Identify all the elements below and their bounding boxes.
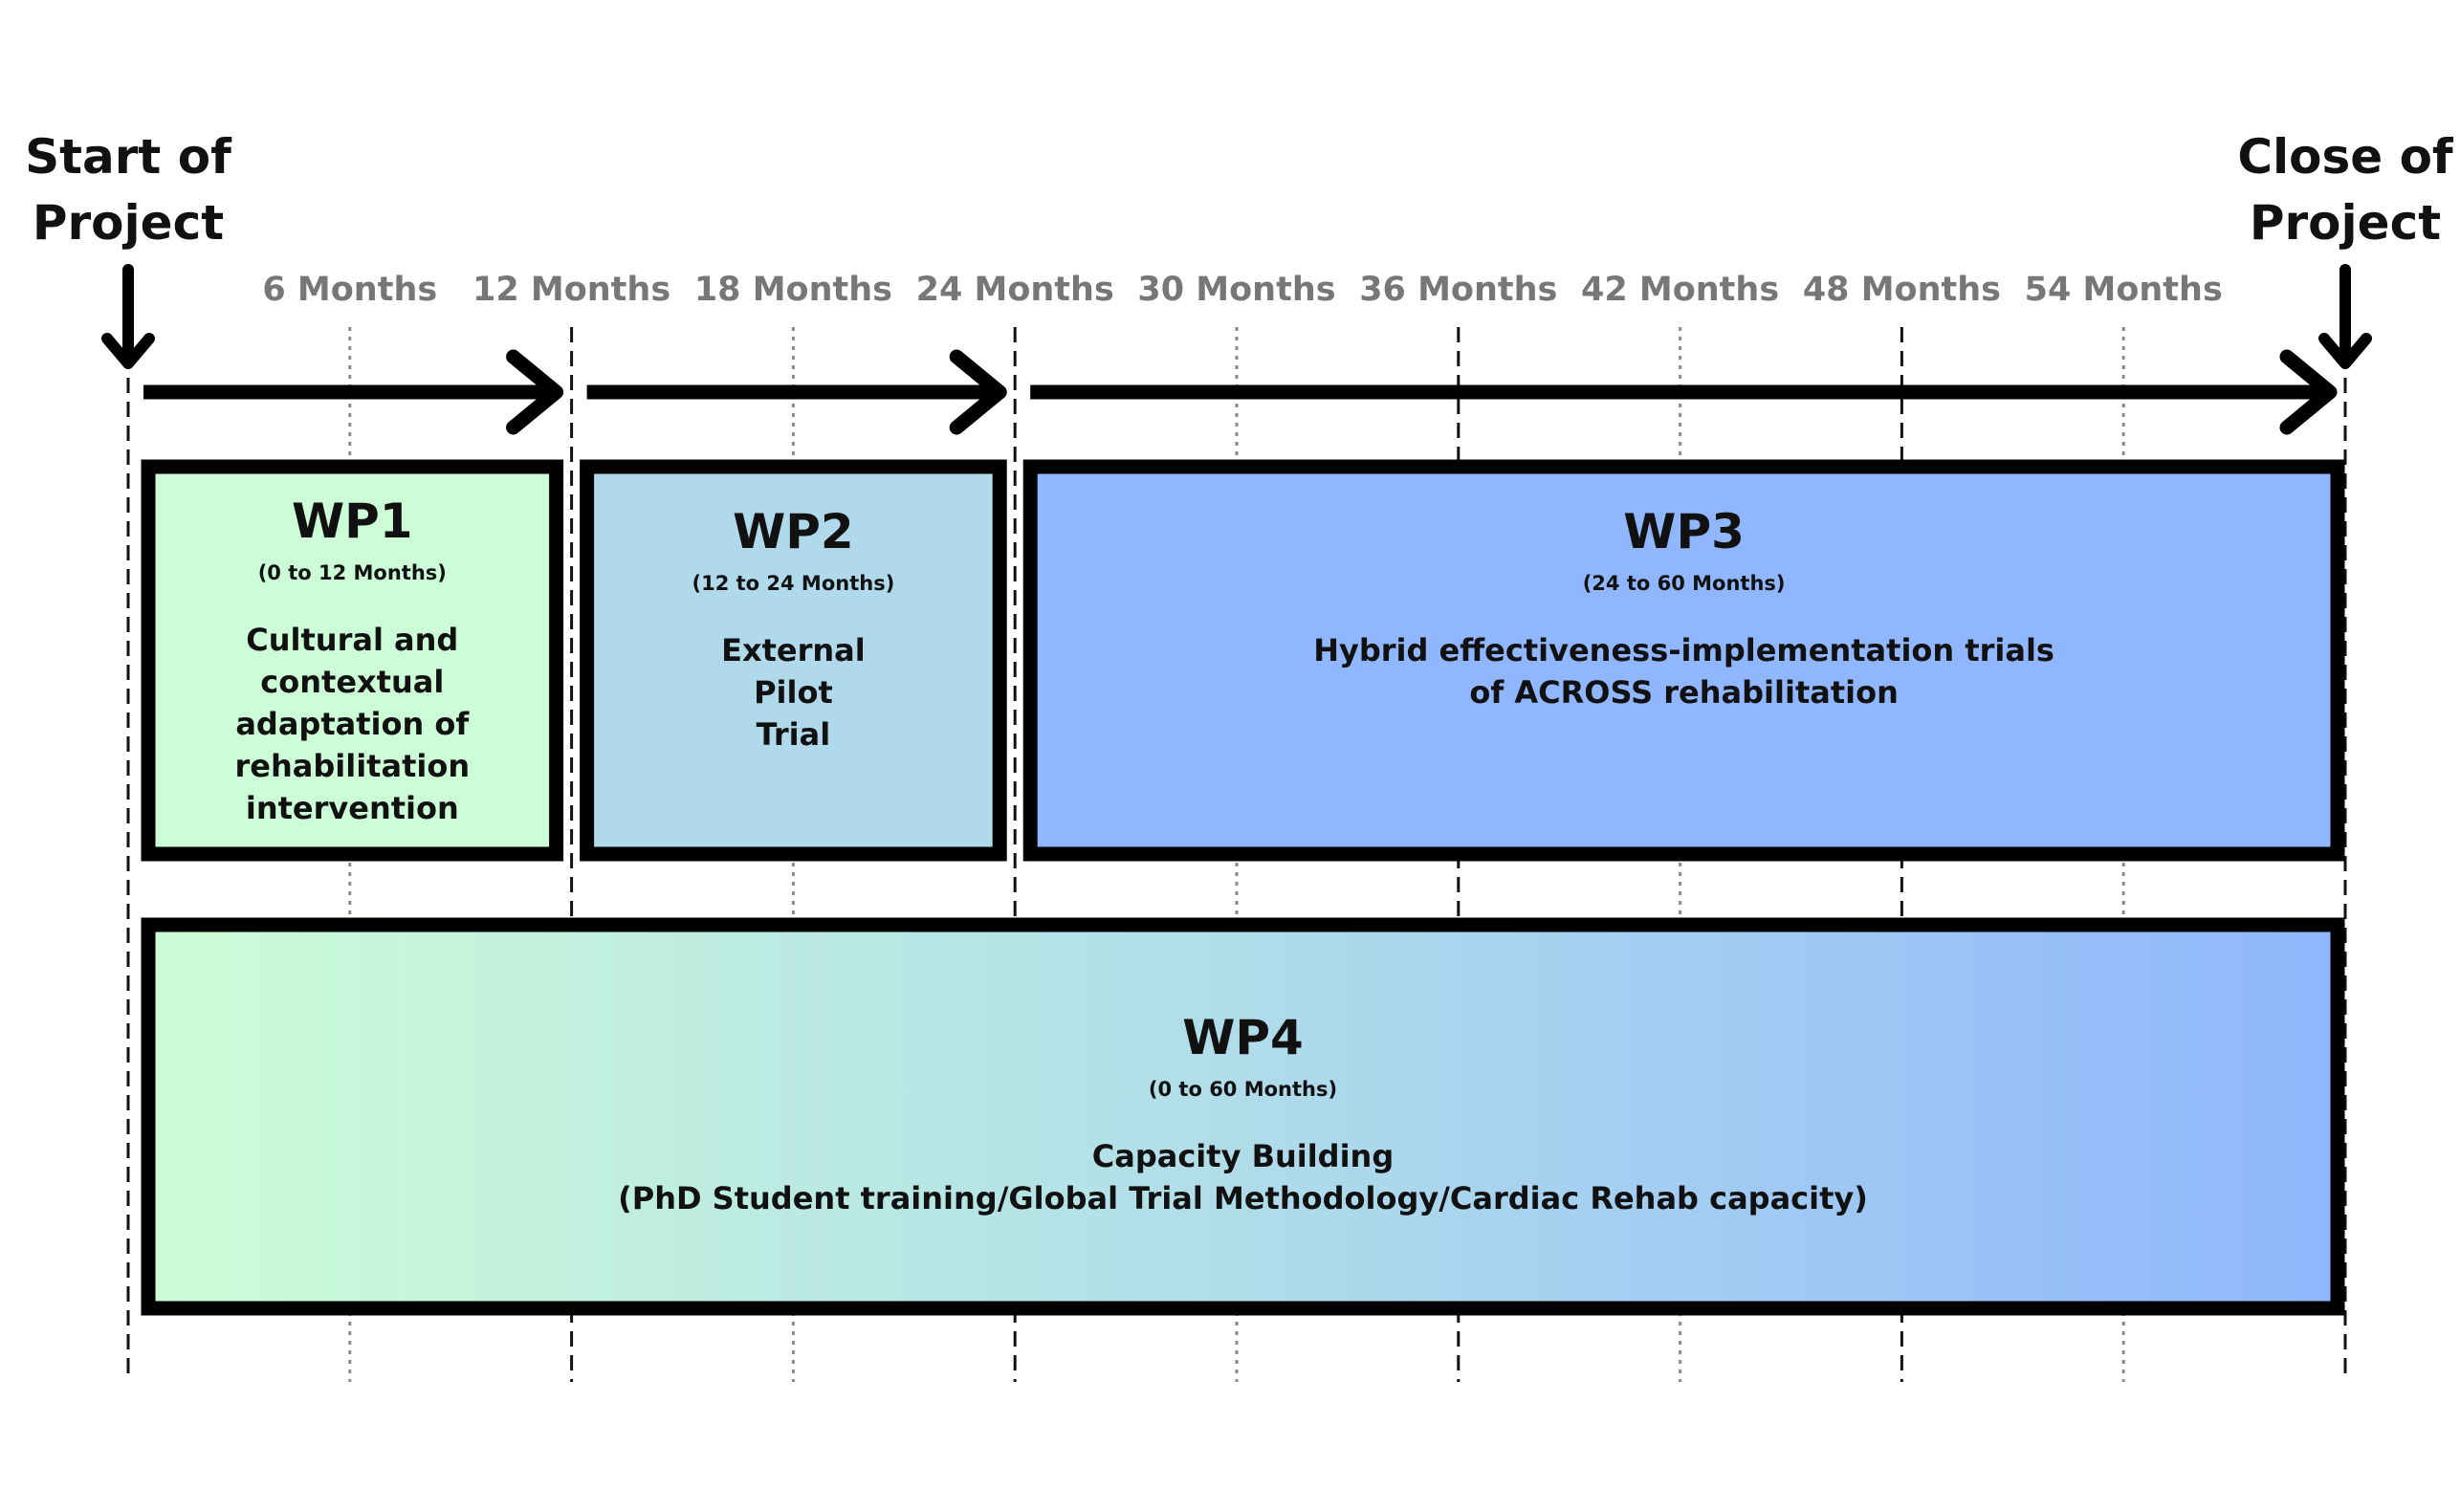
wp3-description-line: of ACROSS rehabilitation: [1469, 674, 1899, 711]
tick-labels: 6 Months 12 Months 18 Months 24 Months 30 Mo…: [262, 271, 2222, 309]
wp3-period: (24 to 60 Months): [1583, 572, 1786, 595]
wp3-phase-arrow-icon: [1030, 349, 2338, 435]
wp2-description-line: External: [721, 632, 866, 668]
start-of-project-label-line1: Start of: [25, 129, 232, 185]
project-endpoints: Start of Project Close of Project: [25, 129, 2454, 369]
tick-label-36: 36 Months: [1359, 271, 1557, 309]
wp1-description-line: Cultural and: [246, 622, 458, 658]
wp1-title: WP1: [292, 493, 413, 549]
wp4-box: WP4 (0 to 60 Months) Capacity Building (PhD…: [141, 917, 2345, 1316]
wp4-description-line: Capacity Building: [1092, 1138, 1394, 1174]
tick-label-48: 48 Months: [1803, 271, 2001, 309]
wp3-box: WP3 (24 to 60 Months) Hybrid effectiveness…: [1022, 459, 2345, 862]
wp3-box-fill: [1022, 459, 2345, 862]
wp1-description-line: contextual: [260, 664, 444, 700]
wp2-phase-arrow-icon: [586, 349, 1007, 435]
wp4-description-line: (PhD Student training/Global Trial Metho…: [618, 1180, 1868, 1216]
tick-label-18: 18 Months: [694, 271, 892, 309]
work-packages: WP1 (0 to 12 Months) Cultural and contextua…: [141, 459, 2345, 1316]
wp1-description-line: rehabilitation: [235, 748, 471, 784]
close-of-project-label-line2: Project: [2250, 195, 2441, 251]
wp2-title: WP2: [733, 504, 854, 559]
wp2-box-fill: [580, 459, 1007, 862]
wp4-title: WP4: [1182, 1010, 1304, 1065]
wp1-period: (0 to 12 Months): [258, 561, 447, 584]
wp4-box-fill: [141, 917, 2345, 1316]
wp4-period: (0 to 60 Months): [1149, 1078, 1337, 1101]
tick-label-6: 6 Months: [262, 271, 437, 309]
wp2-period: (12 to 24 Months): [692, 572, 894, 595]
wp1-phase-arrow-icon: [143, 349, 564, 435]
start-of-project-label-line2: Project: [33, 195, 224, 251]
tick-label-24: 24 Months: [916, 271, 1114, 309]
wp3-description-line: Hybrid effectiveness-implementation tria…: [1313, 632, 2054, 668]
tick-label-30: 30 Months: [1137, 271, 1335, 309]
close-of-project-label-line1: Close of: [2237, 129, 2454, 185]
start-arrow-icon: [101, 264, 155, 369]
phase-arrows: [143, 349, 2338, 435]
wp2-description-line: Trial: [757, 716, 831, 753]
tick-label-12: 12 Months: [472, 271, 670, 309]
wp3-title: WP3: [1623, 504, 1745, 559]
wp2-description-line: Pilot: [754, 674, 833, 711]
wp1-description-line: intervention: [246, 790, 459, 826]
tick-label-54: 54 Months: [2025, 271, 2223, 309]
wp1-box: WP1 (0 to 12 Months) Cultural and contextua…: [141, 459, 564, 862]
close-arrow-icon: [2318, 264, 2372, 369]
wp1-box-fill: [141, 459, 564, 862]
wp1-description-line: adaptation of: [235, 706, 470, 742]
tick-label-42: 42 Months: [1581, 271, 1779, 309]
